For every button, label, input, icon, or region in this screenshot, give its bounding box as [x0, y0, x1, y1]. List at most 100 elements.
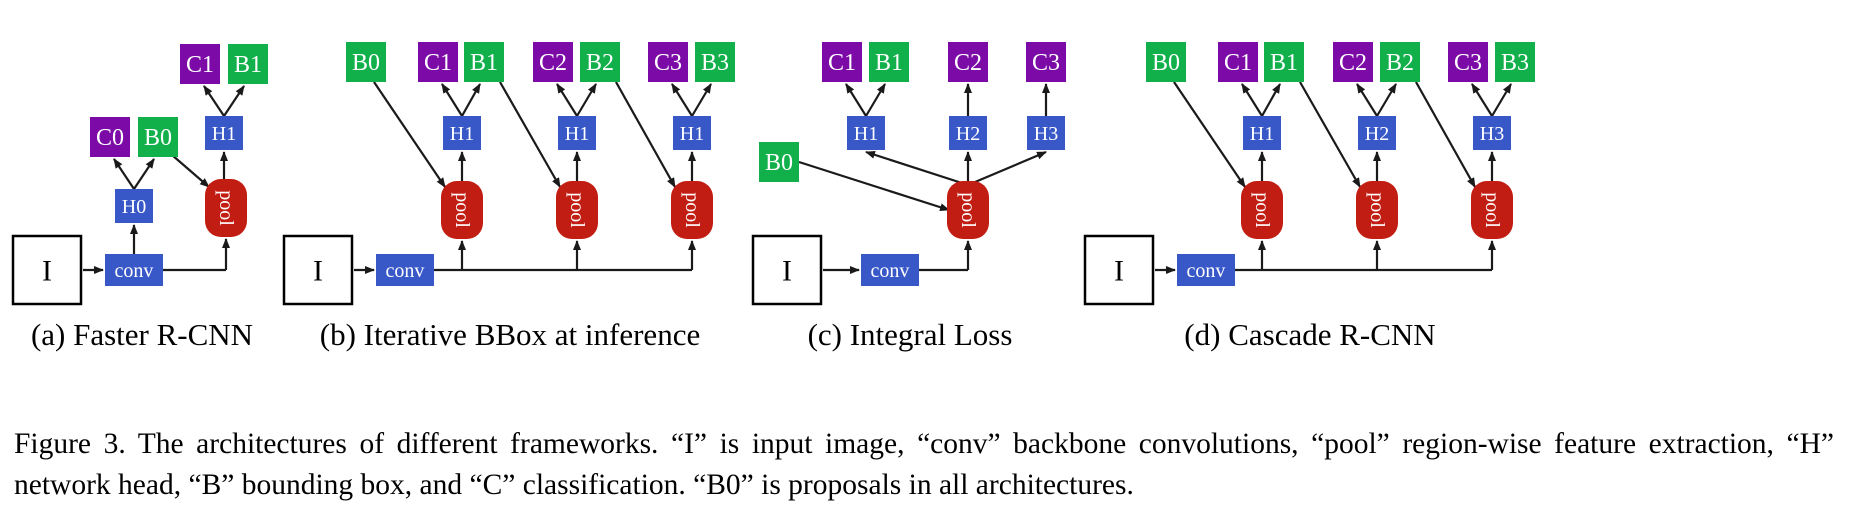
node-label: H1: [212, 123, 236, 145]
node-c-conv: conv: [861, 254, 919, 286]
edge-d-h-c1: [1241, 83, 1263, 117]
box-shape: [759, 142, 799, 182]
node-b-b1: B1: [464, 42, 504, 82]
node-label: C1: [424, 50, 452, 76]
node-label: H2: [1365, 123, 1389, 145]
edge-d-b0-pool1: [1173, 81, 1246, 188]
head-shape: [558, 116, 596, 150]
pool-shape: [1471, 181, 1513, 239]
node-label: pool: [957, 192, 979, 228]
node-c-h1: H1: [847, 116, 885, 150]
head-shape: [1473, 116, 1511, 150]
head-shape: [115, 189, 153, 223]
cls-shape: [1448, 42, 1488, 82]
head-shape: [443, 116, 481, 150]
cls-shape: [1026, 42, 1066, 82]
head-shape: [1027, 116, 1065, 150]
cls-shape: [1218, 42, 1258, 82]
head-shape: [1177, 254, 1235, 286]
box-shape: [346, 42, 386, 82]
node-label: B1: [875, 50, 903, 76]
edge-b-h-c3: [671, 83, 693, 117]
node-label: H0: [122, 196, 146, 218]
node-label: pool: [1251, 192, 1273, 228]
node-label: C3: [654, 50, 682, 76]
node-label: B1: [470, 50, 498, 76]
node-b-b3: B3: [695, 42, 735, 82]
node-label: pool: [1366, 192, 1388, 228]
node-label: C2: [539, 50, 567, 76]
node-label: C1: [1224, 50, 1252, 76]
figure-caption: Figure 3. The architectures of different…: [14, 428, 1834, 501]
edge-c-h1-b1: [865, 83, 886, 117]
node-label: C2: [954, 50, 982, 76]
box-shape: [869, 42, 909, 82]
pool-shape: [947, 181, 989, 239]
node-b-b2: B2: [580, 42, 620, 82]
edge-a-b0-pool: [171, 154, 210, 188]
panel-caption-c: (c) Integral Loss: [808, 317, 1013, 352]
node-c-c1: C1: [822, 42, 862, 82]
node-d-conv: conv: [1177, 254, 1235, 286]
edge-a-h1-b1: [223, 85, 245, 117]
edge-b-h-b2: [576, 83, 597, 117]
cls-shape: [90, 117, 130, 157]
node-b-h1b: H1: [558, 116, 596, 150]
node-label: C3: [1032, 50, 1060, 76]
pool-shape: [671, 181, 713, 239]
head-shape: [205, 116, 243, 150]
node-d-c2: C2: [1333, 42, 1373, 82]
node-label: pool: [451, 192, 473, 228]
node-a-c0: C0: [90, 117, 130, 157]
box-shape: [464, 42, 504, 82]
input-shape: [282, 234, 354, 306]
node-label: H1: [565, 123, 589, 145]
node-label: B1: [1270, 50, 1298, 76]
node-b-conv: conv: [376, 254, 434, 286]
node-b-c2: C2: [533, 42, 573, 82]
cls-shape: [948, 42, 988, 82]
node-b-pool1: pool: [441, 181, 483, 239]
head-shape: [673, 116, 711, 150]
node-a-b0: B0: [138, 117, 178, 157]
input-shape: [751, 234, 823, 306]
edge-d-b1-pool2: [1299, 81, 1361, 188]
input-shape: [1083, 234, 1155, 306]
node-d-b3: B3: [1495, 42, 1535, 82]
node-label: H1: [1250, 123, 1274, 145]
node-b-c1: C1: [418, 42, 458, 82]
node-d-h3: H3: [1473, 116, 1511, 150]
head-shape: [1243, 116, 1281, 150]
node-c-b1: B1: [869, 42, 909, 82]
node-b-h1c: H1: [673, 116, 711, 150]
edge-d-b2-pool3: [1415, 81, 1476, 188]
node-a-b1: B1: [228, 44, 268, 84]
edge-b-b1-pool2: [499, 81, 561, 188]
box-shape: [580, 42, 620, 82]
input-shape: [11, 234, 83, 306]
node-label: H1: [450, 123, 474, 145]
head-shape: [105, 254, 163, 286]
pool-shape: [1356, 181, 1398, 239]
node-c-i: I: [751, 234, 823, 306]
node-c-h3: H3: [1027, 116, 1065, 150]
box-shape: [228, 44, 268, 84]
node-d-b2: B2: [1380, 42, 1420, 82]
edge-a-h1-c1: [203, 85, 225, 117]
node-label: H1: [680, 123, 704, 145]
edge-b-h-c2: [556, 83, 578, 117]
box-shape: [138, 117, 178, 157]
node-label: B2: [1386, 50, 1414, 76]
node-d-pool3: pool: [1471, 181, 1513, 239]
edge-b-h-b3: [691, 83, 712, 117]
edge-a-h0-b0: [133, 158, 155, 190]
node-d-b1: B1: [1264, 42, 1304, 82]
edge-b-b0-pool1: [373, 81, 446, 188]
box-shape: [1380, 42, 1420, 82]
node-label: conv: [1187, 260, 1226, 282]
node-b-h1a: H1: [443, 116, 481, 150]
node-label: pool: [1481, 192, 1503, 228]
cls-shape: [648, 42, 688, 82]
edge-a-h0-c0: [113, 158, 135, 190]
